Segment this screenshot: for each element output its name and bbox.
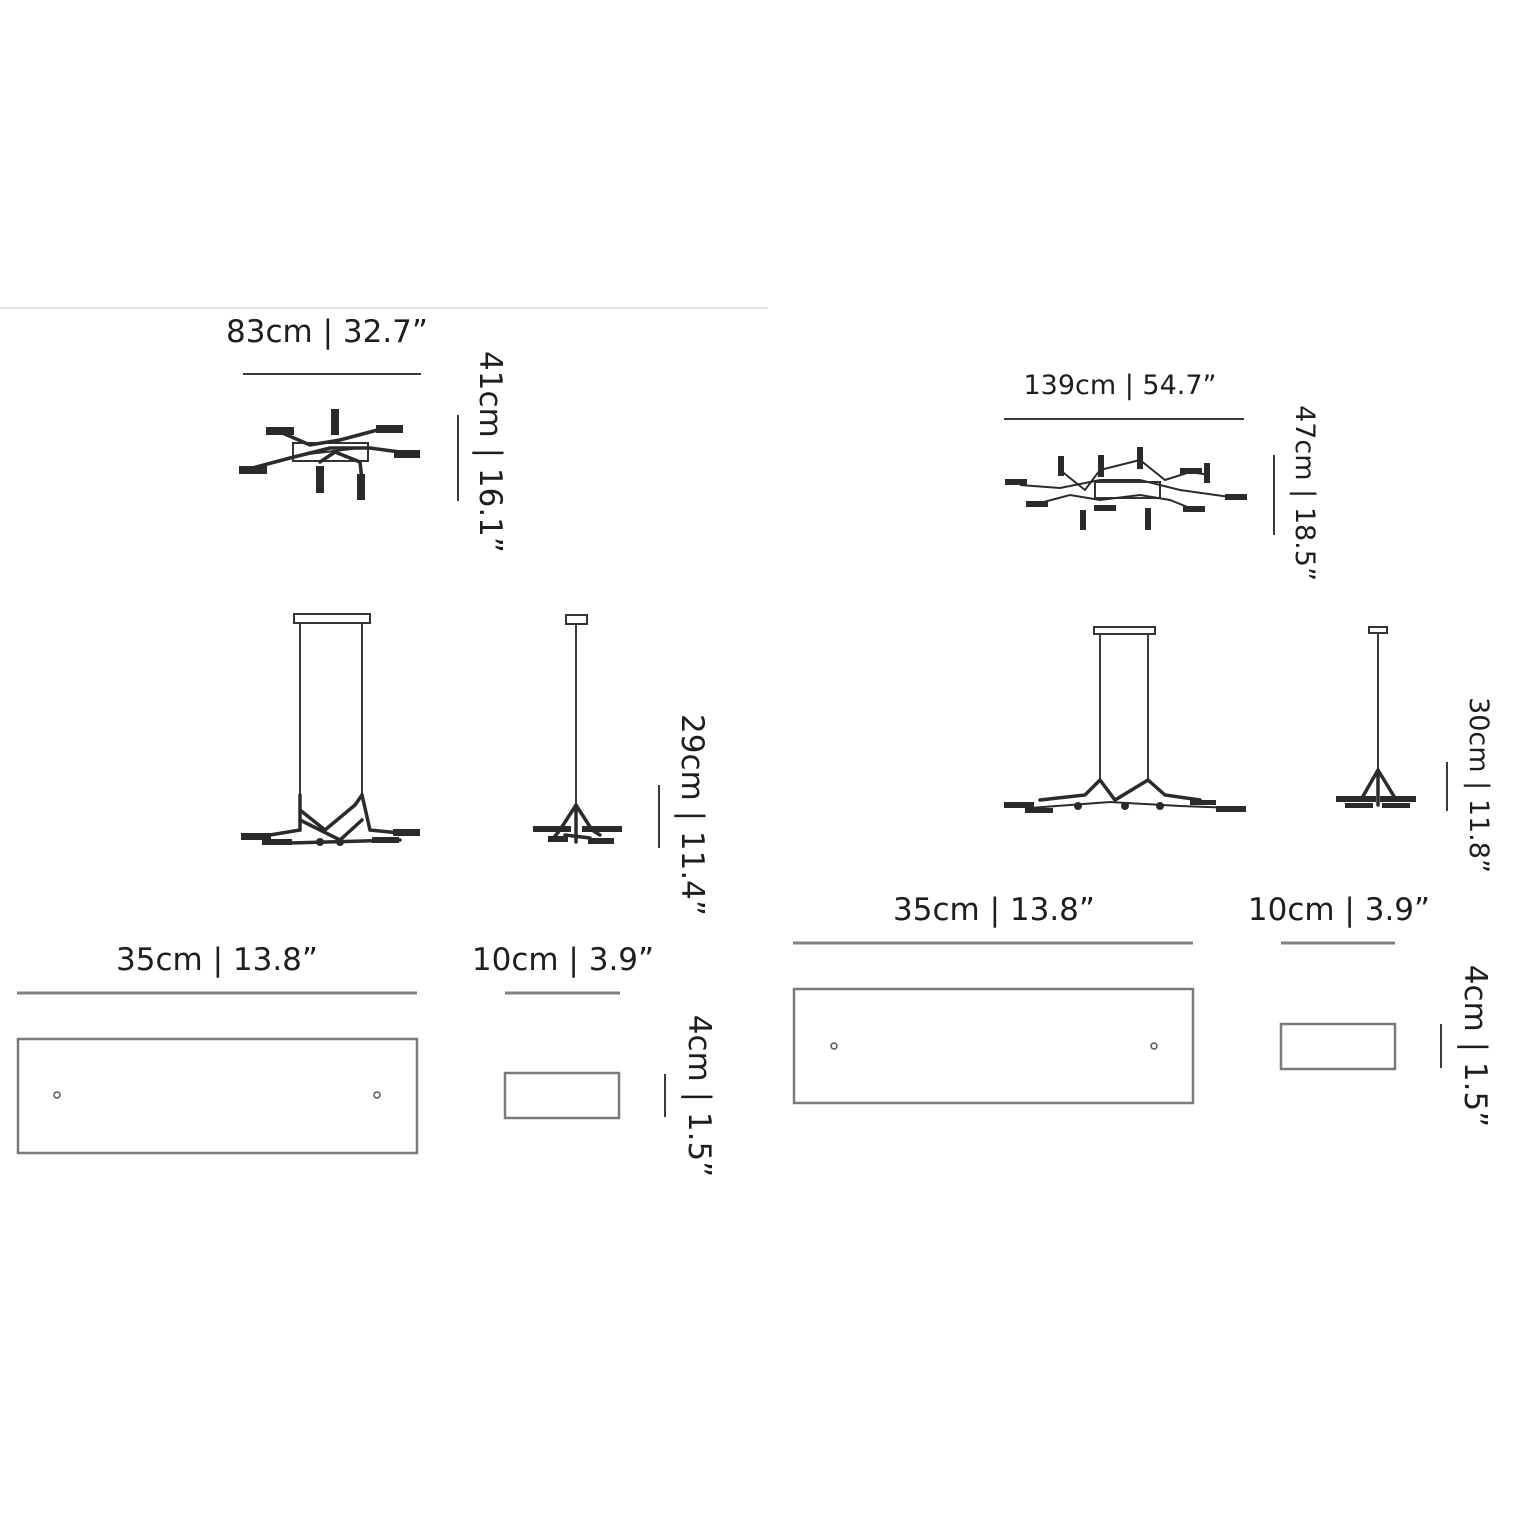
small-front-view-drawing bbox=[241, 613, 420, 846]
lamp-shade bbox=[376, 425, 403, 433]
small-canopy-plate bbox=[16, 1037, 419, 1155]
small-side-height-label: 29cm | 11.4” bbox=[674, 714, 710, 916]
large-side-height-label: 30cm | 11.8” bbox=[1463, 697, 1494, 873]
lamp-shade bbox=[331, 409, 339, 435]
large-side-view-drawing bbox=[1336, 626, 1416, 808]
lamp-shade bbox=[239, 466, 267, 474]
screw-hole bbox=[830, 1042, 838, 1050]
large-top-depth-label: 47cm | 18.5” bbox=[1289, 405, 1320, 581]
screw-hole bbox=[373, 1091, 381, 1099]
large-canopy-plate bbox=[792, 987, 1195, 1105]
variant-small: 83cm | 32.7” 41cm | 16.1” bbox=[16, 314, 717, 1177]
lamp-shade bbox=[316, 466, 324, 493]
large-top-width-label: 139cm | 54.7” bbox=[1023, 370, 1216, 401]
small-top-depth-label: 41cm | 16.1” bbox=[472, 351, 508, 553]
small-canopy-height-label: 4cm | 1.5” bbox=[681, 1015, 717, 1177]
large-canopy-width-label: 10cm | 3.9” bbox=[1248, 892, 1430, 928]
screw-hole bbox=[53, 1091, 61, 1099]
large-top-view-drawing bbox=[1005, 447, 1247, 530]
small-top-width-label: 83cm | 32.7” bbox=[226, 314, 428, 350]
large-canopy-end-plate bbox=[1279, 1022, 1397, 1071]
small-canopy-width-label: 10cm | 3.9” bbox=[472, 942, 654, 978]
lamp-shade bbox=[357, 474, 365, 500]
large-canopy-length-label: 35cm | 13.8” bbox=[893, 892, 1095, 928]
lamp-shade bbox=[394, 450, 420, 458]
small-canopy-end-plate bbox=[503, 1071, 621, 1120]
small-top-view-drawing bbox=[239, 409, 420, 500]
large-canopy-height-label: 4cm | 1.5” bbox=[1457, 965, 1493, 1127]
screw-hole bbox=[1150, 1042, 1158, 1050]
variant-large: 139cm | 54.7” 47cm | 18.5” bbox=[792, 370, 1494, 1127]
small-canopy-length-label: 35cm | 13.8” bbox=[116, 942, 318, 978]
lamp-shade bbox=[266, 427, 294, 435]
small-side-view-drawing bbox=[533, 614, 622, 844]
large-front-view-drawing bbox=[1004, 626, 1246, 813]
